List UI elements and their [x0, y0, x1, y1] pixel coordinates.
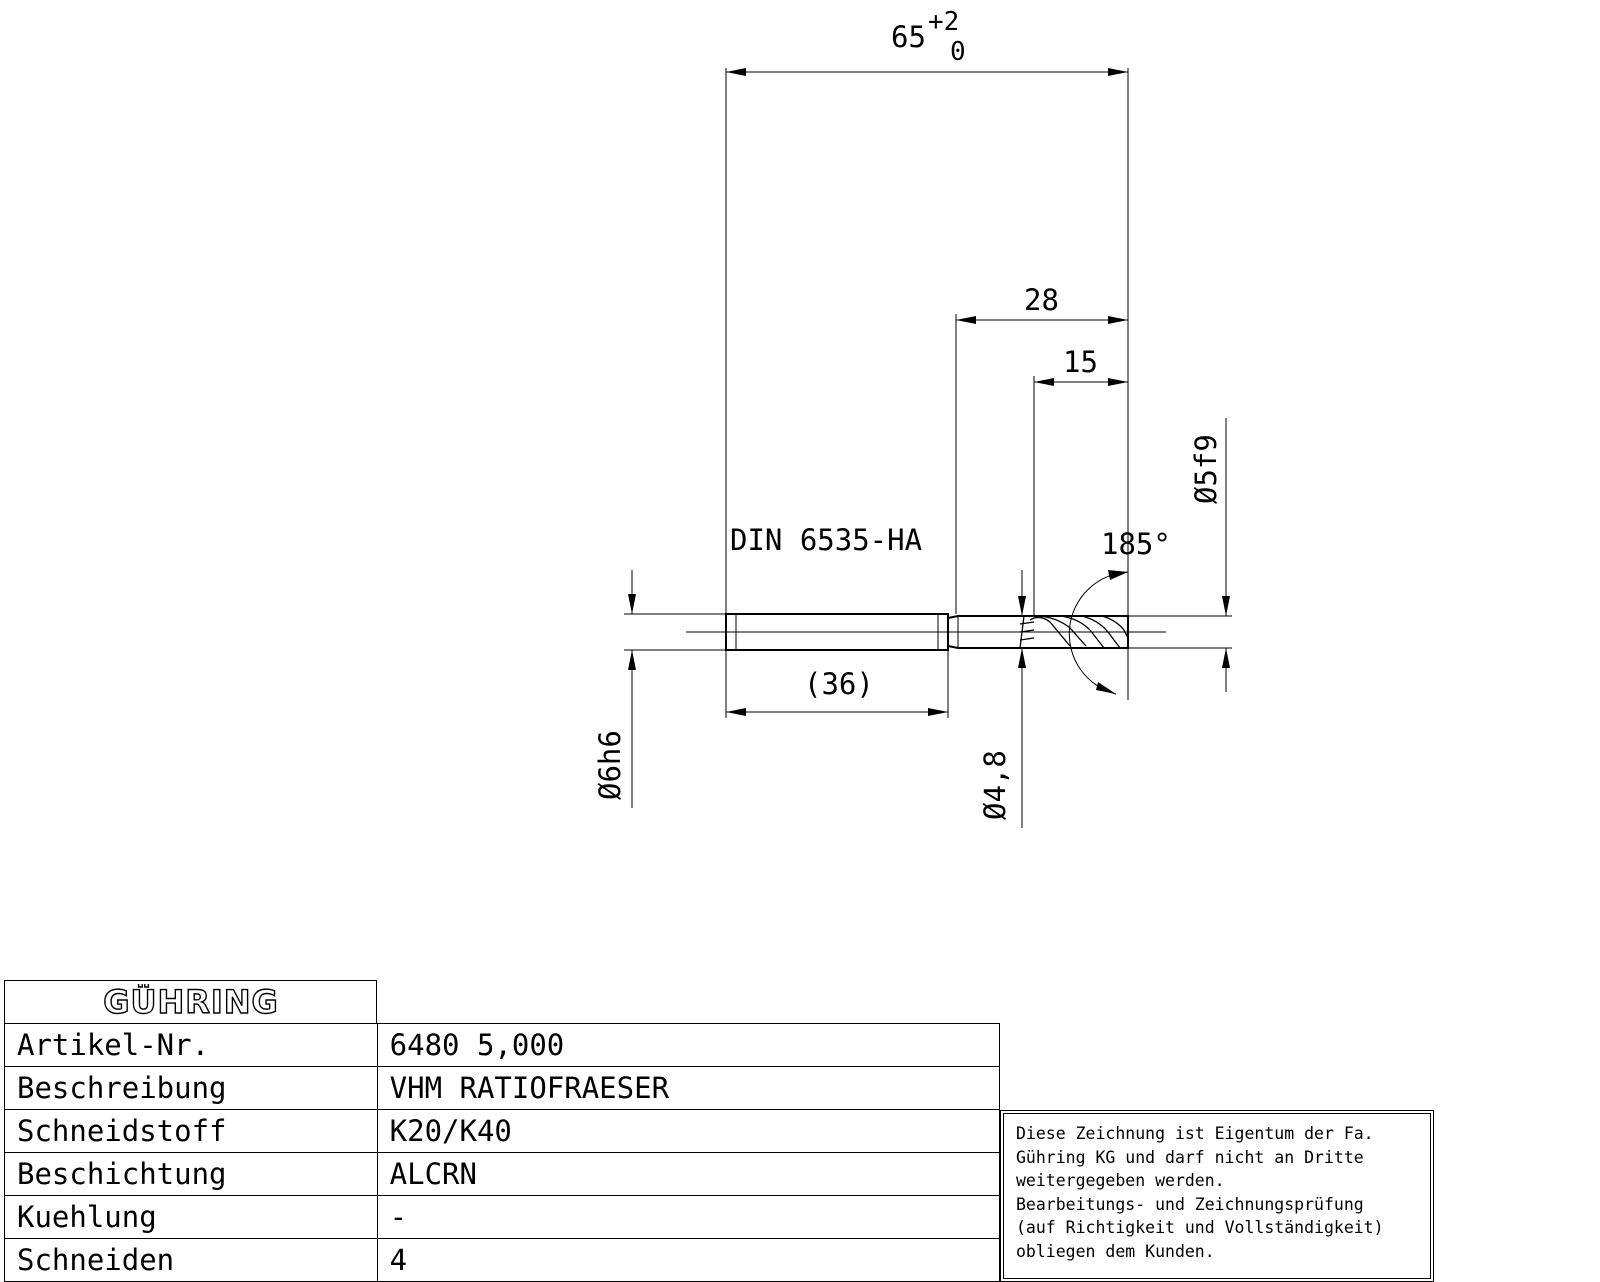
overall-length-tol-upper: +2 [928, 7, 959, 37]
head-diameter-value: Ø5f9 [1189, 434, 1223, 504]
notice-line: weitergegeben werden. [1016, 1171, 1225, 1190]
properties-table: Artikel-Nr. 6480 5,000 Beschreibung VHM … [4, 1023, 1001, 1282]
article-number-label: Artikel-Nr. [4, 1023, 378, 1067]
coating-value: ALCRN [376, 1152, 1001, 1196]
cutting-edges-value: 4 [376, 1238, 1001, 1282]
overall-length-tol-lower: 0 [950, 37, 966, 67]
table-row: Kuehlung - [4, 1195, 1001, 1239]
dim-neck-diameter: Ø4,8 [978, 570, 1026, 828]
logo-text: GÜHRING [103, 984, 279, 1020]
dim-head-diameter: Ø5f9 [1128, 418, 1232, 692]
notice-line: Diese Zeichnung ist Eigentum der Fa. [1016, 1124, 1374, 1143]
table-row: Artikel-Nr. 6480 5,000 [4, 1023, 1001, 1067]
cooling-value: - [376, 1195, 1001, 1239]
guehring-logo: GÜHRING [102, 984, 279, 1020]
description-value: VHM RATIOFRAESER [376, 1066, 1001, 1110]
ownership-notice: Diese Zeichnung ist Eigentum der Fa. Gühr… [1000, 1110, 1434, 1282]
flute-length-value: 15 [1063, 345, 1098, 379]
dim-point-angle: 185° [1068, 527, 1171, 695]
dim-shank-diameter: Ø6h6 [593, 570, 726, 808]
shank-diameter-value: Ø6h6 [593, 730, 627, 800]
tool-body [686, 613, 1166, 651]
notice-line: Gühring KG und darf nicht an Dritte [1016, 1147, 1364, 1167]
neck-diameter-value: Ø4,8 [978, 750, 1012, 820]
notice-text: Diese Zeichnung ist Eigentum der Fa. Gühr… [1003, 1113, 1431, 1279]
cooling-label: Kuehlung [4, 1195, 378, 1239]
point-angle-value: 185° [1101, 527, 1171, 561]
cutting-material-label: Schneidstoff [4, 1109, 378, 1153]
dim-shank-length: (36) [725, 650, 949, 718]
dim-neck-length: 28 [955, 283, 1128, 614]
coating-label: Beschichtung [4, 1152, 378, 1196]
neck-length-value: 28 [1024, 283, 1059, 317]
table-row: Beschreibung VHM RATIOFRAESER [4, 1066, 1001, 1110]
shank-standard-label: DIN 6535-HA [730, 523, 922, 557]
neck-outline-top [947, 615, 1030, 619]
cutting-edges-label: Schneiden [4, 1238, 378, 1282]
dim-overall-length: 65 +2 0 [725, 7, 1129, 700]
table-row: Beschichtung ALCRN [4, 1152, 1001, 1196]
neck-outline-bottom [947, 645, 1030, 649]
article-number-value: 6480 5,000 [376, 1023, 1001, 1067]
table-row: Schneiden 4 [4, 1238, 1001, 1282]
table-row: Schneidstoff K20/K40 [4, 1109, 1001, 1153]
title-block: GÜHRING Artikel-Nr. 6480 5,000 Beschreib… [4, 980, 1001, 1282]
notice-line: obliegen dem Kunden. [1016, 1241, 1215, 1261]
shank-length-value: (36) [804, 667, 874, 701]
cutting-material-value: K20/K40 [376, 1109, 1001, 1153]
dim-flute-length: 15 [1033, 345, 1128, 616]
logo-cell: GÜHRING [4, 980, 377, 1023]
overall-length-value: 65 [891, 20, 926, 54]
notice-line: (auf Richtigkeit und Vollständigkeit) [1016, 1218, 1384, 1237]
description-label: Beschreibung [4, 1066, 378, 1110]
notice-line: Bearbeitungs- und Zeichnungsprüfung [1016, 1194, 1364, 1214]
